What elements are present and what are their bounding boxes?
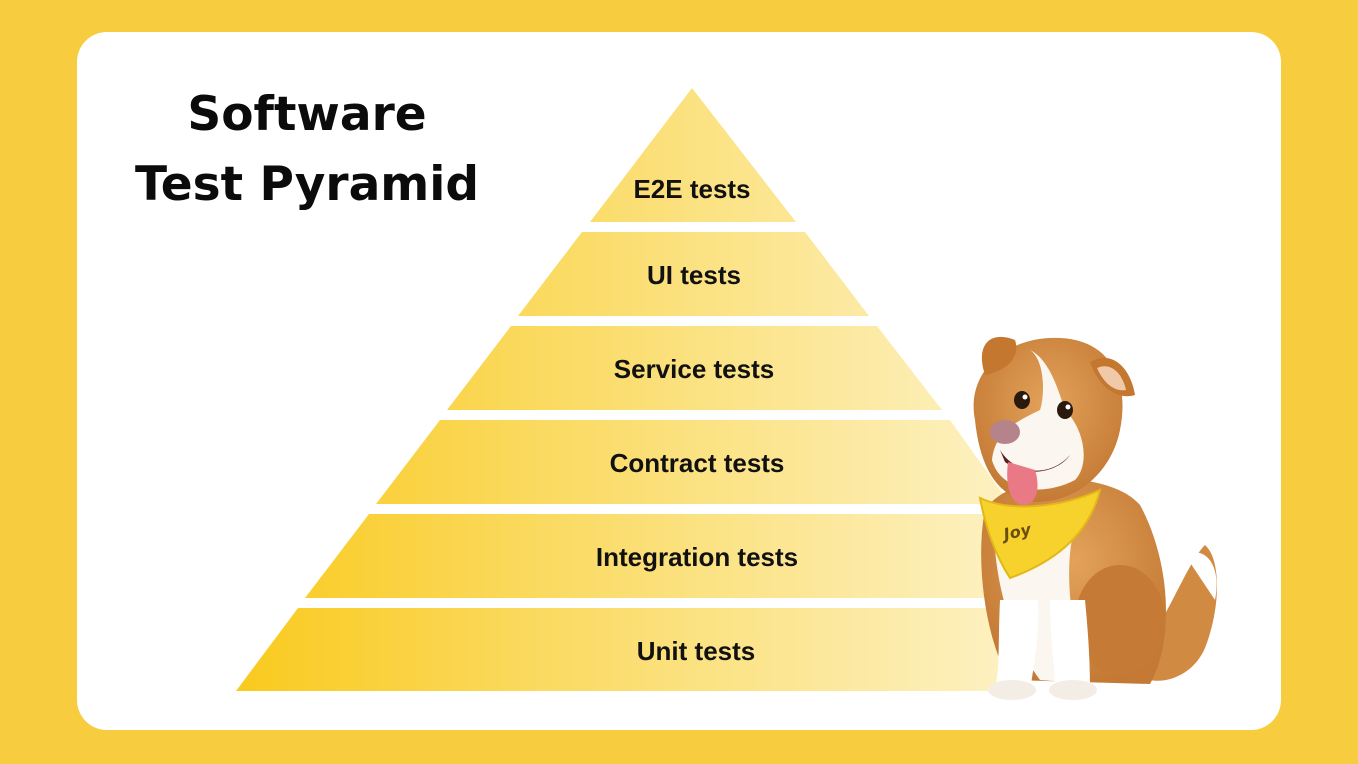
tier-label-ui: UI tests [647,260,741,290]
title-line-1: Software [187,87,427,142]
pyramid-tier-ui [518,232,869,316]
pyramid-tier-e2e [590,88,796,222]
tier-label-unit: Unit tests [637,636,755,666]
pyramid-tier-service [447,326,942,410]
tier-label-service: Service tests [614,354,774,384]
tier-label-e2e: E2E tests [633,174,750,204]
page-title: Software Test Pyramid [127,80,487,220]
tier-label-contract: Contract tests [610,448,785,478]
tier-label-integration: Integration tests [596,542,798,572]
pyramid-tier-contract [376,420,1010,504]
dog-mascot-illustration: Joy [973,336,1218,700]
pyramid-tier-unit [236,608,1010,691]
pyramid-tier-integration [305,514,1010,598]
title-line-2: Test Pyramid [134,157,480,212]
